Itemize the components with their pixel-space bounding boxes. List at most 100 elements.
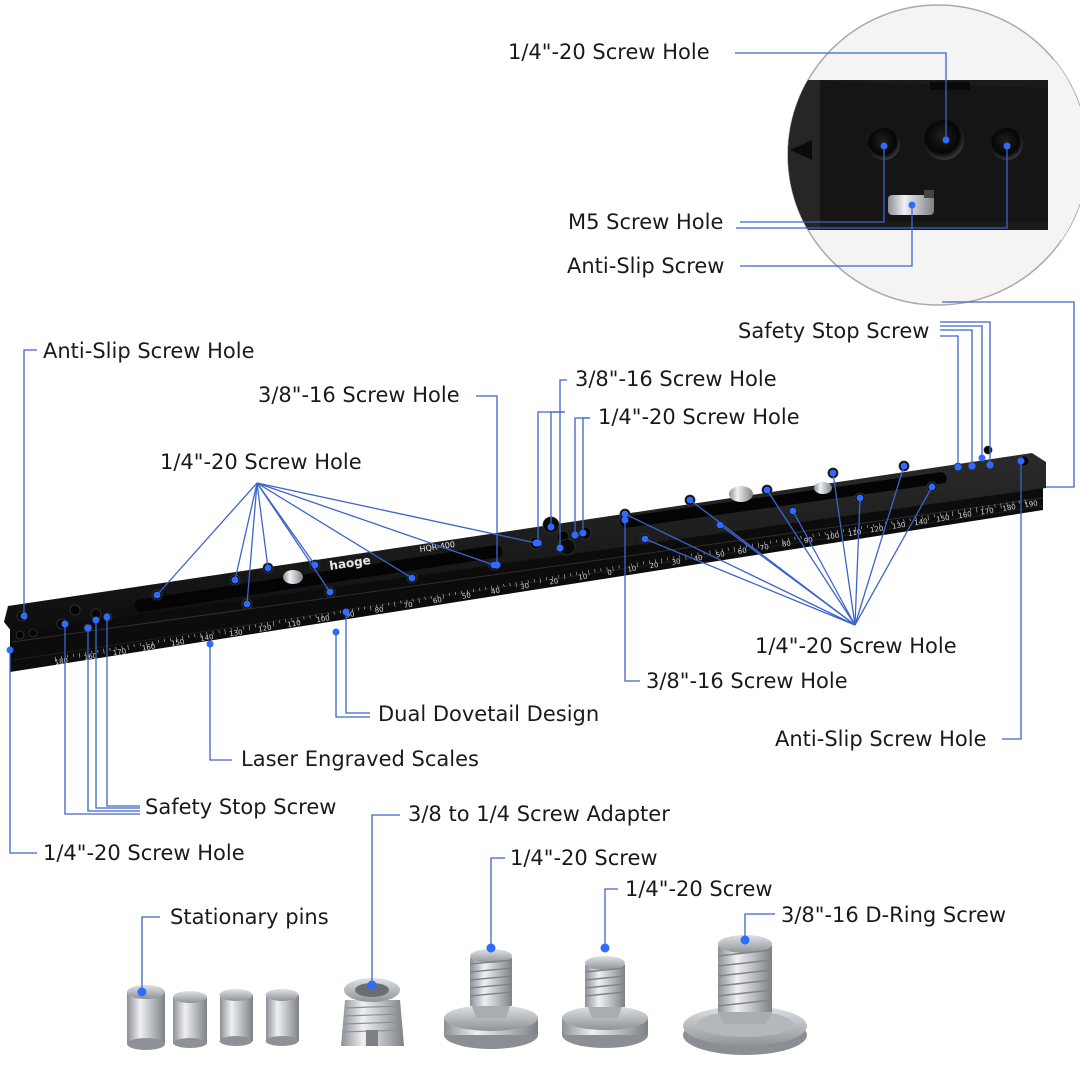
scale-tick — [103, 648, 105, 654]
scale-tick — [66, 654, 69, 658]
scale-right-label-17: 180 — [1002, 503, 1016, 513]
scale-tick — [309, 615, 311, 619]
quarter-screw-b — [562, 956, 648, 1048]
scale-tick — [467, 589, 469, 595]
scale-tick — [988, 505, 990, 509]
scale-tick — [830, 530, 832, 536]
scale-left-label-0: 180 — [54, 657, 68, 667]
scale-right-label-18: 190 — [1024, 499, 1038, 509]
scale-tick — [715, 549, 717, 553]
scale-left-label-14: 50 — [461, 591, 471, 600]
scale-tick — [430, 595, 432, 599]
label-three-eighths-top: 3/8"-16 Screw Hole — [575, 367, 777, 391]
scale-tick — [739, 545, 741, 549]
scale-tick — [357, 607, 360, 611]
scale-tick — [248, 625, 250, 631]
label-quarter-screw-b: 1/4"-20 Screw — [625, 877, 773, 901]
scale-tick — [109, 647, 111, 651]
scale-tick — [824, 531, 826, 535]
scale-tick — [145, 641, 147, 646]
label-inset-quarter-hole: 1/4"-20 Screw Hole — [508, 40, 710, 64]
scale-tick — [394, 601, 396, 607]
scale-tick — [582, 571, 584, 575]
scale-right-label-0: 10 — [627, 564, 637, 573]
scale-tick — [491, 585, 493, 592]
label-quarter-right-group: 1/4"-20 Screw Hole — [755, 634, 957, 658]
scale-tick — [909, 518, 911, 522]
label-quarter-screw-a: 1/4"-20 Screw — [510, 846, 658, 870]
scale-tick — [533, 579, 535, 583]
scale-left-label-15: 40 — [491, 587, 501, 596]
scale-tick — [982, 506, 984, 510]
scale-tick — [867, 524, 869, 529]
scale-tick — [642, 561, 644, 565]
dring-screw — [683, 935, 807, 1055]
scale-tick — [157, 639, 159, 644]
label-safety-stop-left: Safety Stop Screw — [145, 795, 337, 819]
scale-tick — [194, 634, 196, 638]
scale-tick — [266, 622, 269, 626]
label-quarter-left-group: 1/4"-20 Screw Hole — [160, 450, 362, 474]
scale-left-label-2: 170 — [112, 647, 126, 657]
scale-right-label-5: 60 — [737, 547, 747, 556]
scale-tick — [273, 621, 275, 627]
scale-tick — [382, 603, 384, 607]
scale-tick — [557, 575, 560, 579]
scale-tick — [218, 630, 220, 634]
scale-tick — [376, 604, 378, 608]
scale-tick — [551, 576, 553, 580]
scale-tick — [921, 516, 923, 520]
scale-left-label-11: 80 — [374, 605, 384, 614]
scale-right-label-16: 170 — [980, 507, 994, 517]
scale-tick — [976, 507, 978, 513]
label-dring-screw: 3/8"-16 D-Ring Screw — [781, 903, 1007, 927]
scale-tick — [285, 619, 287, 623]
label-dual-dovetail: Dual Dovetail Design — [378, 702, 600, 726]
scale-tick — [497, 584, 499, 589]
scale-tick — [800, 535, 802, 539]
scale-left-label-12: 70 — [403, 601, 413, 610]
scale-tick — [291, 618, 293, 622]
scale-tick — [163, 638, 166, 643]
scale-tick — [770, 540, 772, 544]
scale-tick — [254, 624, 256, 628]
stationary-pins — [127, 985, 299, 1050]
scale-right-label-2: 30 — [671, 557, 681, 566]
scale-tick — [351, 608, 353, 612]
engraved-scale-ticks — [54, 499, 1026, 662]
scale-tick — [200, 633, 202, 639]
scale-tick — [412, 598, 414, 602]
scale-tick — [660, 558, 663, 564]
scale-tick — [727, 547, 729, 551]
screw-adapter — [341, 978, 404, 1046]
scale-tick — [836, 529, 838, 533]
scale-tick — [212, 631, 214, 635]
scale-tick — [182, 636, 184, 640]
scale-right-label-13: 140 — [914, 517, 928, 527]
scale-tick — [139, 642, 141, 647]
label-screw-adapter: 3/8 to 1/4 Screw Adapter — [408, 802, 670, 826]
scale-left-label-17: 20 — [549, 577, 559, 586]
scale-tick — [91, 650, 93, 654]
scale-left-label-4: 150 — [171, 638, 185, 648]
scale-tick — [757, 542, 760, 548]
slot-left — [134, 545, 503, 612]
scale-right-label-3: 40 — [693, 554, 703, 563]
scale-tick — [509, 582, 511, 587]
scale-tick — [879, 522, 881, 529]
scale-tick — [460, 590, 463, 594]
scale-tick — [667, 557, 669, 561]
scale-tick — [79, 652, 81, 658]
label-anti-slip-hole-left: Anti-Slip Screw Hole — [43, 339, 255, 363]
scale-left-label-9: 100 — [316, 614, 330, 624]
scale-tick — [539, 578, 541, 584]
scale-left-label-1: 160 — [83, 652, 97, 662]
scale-right-label-14: 150 — [936, 514, 950, 524]
scale-tick — [121, 645, 123, 649]
scale-tick — [60, 655, 63, 659]
scale-tick — [721, 548, 723, 552]
scale-left-label-16: 30 — [520, 582, 530, 591]
scale-tick — [115, 646, 117, 650]
